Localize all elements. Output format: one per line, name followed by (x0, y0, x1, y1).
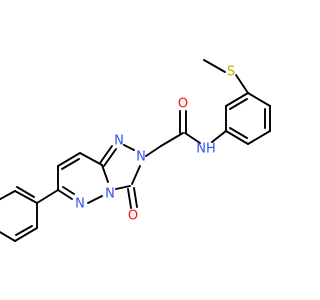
bond-c6-n5 (57, 189, 73, 200)
bond-s-aryl (235, 74, 249, 94)
bond-c3-o-2 (133, 187, 138, 208)
bond-c6-phenyl (36, 189, 59, 204)
atom-nh: NH (196, 142, 216, 157)
bond-n5-n4 (87, 195, 103, 204)
bond-ar6-inner (229, 98, 248, 110)
bond-c6-n5-inner (62, 186, 75, 195)
bond-nh-carbonyl (184, 132, 201, 144)
bond-ar4 (225, 130, 249, 145)
bond-ar4-inner (229, 127, 248, 139)
atom-o-ring: O (128, 209, 138, 224)
atom-n4: N (105, 187, 115, 202)
bond-n1-c8a-1 (103, 148, 117, 167)
atom-n5: N (75, 197, 85, 212)
bond-ph1-inner (16, 186, 35, 198)
bond-methyl-s (203, 59, 226, 73)
bonds (0, 59, 271, 242)
bond-c8-c7-inner (61, 158, 80, 170)
bond-c8a-c8 (79, 152, 103, 166)
atom-s: S (227, 65, 235, 80)
bond-ph4 (14, 227, 38, 242)
bond-ph5 (0, 231, 16, 242)
bond-ch2-n2 (145, 145, 162, 157)
bond-c8-c7 (57, 152, 81, 167)
atom-n2: N (136, 150, 146, 165)
bond-ph1 (14, 190, 38, 204)
bond-carbonyl-ch2 (160, 132, 184, 147)
chemical-structure: S NH O N N N N O (0, 59, 271, 242)
bond-n4-c8a (101, 164, 109, 183)
bond-n2-c3 (131, 165, 141, 185)
bond-c3-o-1 (127, 188, 132, 209)
bond-ar1 (247, 92, 271, 107)
bond-ph4-inner (15, 225, 33, 236)
bond-ph2 (0, 190, 16, 201)
atom-n1: N (114, 134, 124, 149)
bond-ar3 (247, 130, 271, 145)
atom-o-amide: O (178, 97, 188, 112)
bond-c3-n4 (115, 185, 131, 190)
bond-aryl-nh (211, 130, 227, 143)
atom-labels: S NH O N N N N O (75, 65, 235, 224)
bond-n2-n1 (123, 144, 135, 151)
bond-n1-c8a-2 (99, 145, 113, 164)
bond-ar6 (225, 92, 249, 107)
